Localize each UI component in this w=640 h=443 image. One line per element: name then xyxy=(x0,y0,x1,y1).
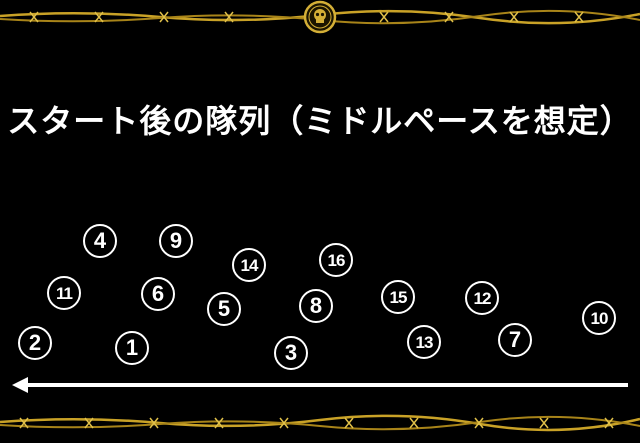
horse-number-marker: 16 xyxy=(319,243,353,277)
horse-number-marker: 12 xyxy=(465,281,499,315)
horse-number-marker: 5 xyxy=(207,292,241,326)
skull-emblem-icon xyxy=(303,0,337,34)
horse-number-marker: 2 xyxy=(18,326,52,360)
horse-number-marker: 6 xyxy=(141,277,175,311)
horse-number-marker: 9 xyxy=(159,224,193,258)
horse-number-marker: 7 xyxy=(498,323,532,357)
horse-number-marker: 1 xyxy=(115,331,149,365)
horse-number-marker: 15 xyxy=(381,280,415,314)
bottom-barbed-wire xyxy=(0,414,640,432)
horse-number-marker: 14 xyxy=(232,248,266,282)
horse-number-marker: 13 xyxy=(407,325,441,359)
left-arrow-icon xyxy=(12,377,628,393)
horse-number-marker: 4 xyxy=(83,224,117,258)
horse-number-marker: 10 xyxy=(582,301,616,335)
horse-number-marker: 11 xyxy=(47,276,81,310)
page-title: スタート後の隊列（ミドルペースを想定） xyxy=(7,102,633,140)
horse-number-marker: 3 xyxy=(274,336,308,370)
horse-number-marker: 8 xyxy=(299,289,333,323)
